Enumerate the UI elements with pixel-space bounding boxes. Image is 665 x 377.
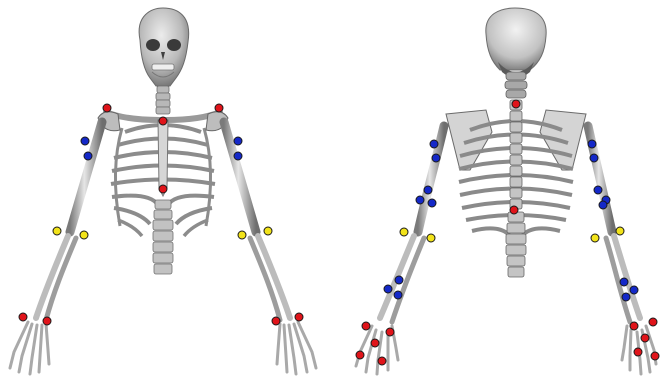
marker-blue [590, 154, 598, 162]
marker-red [641, 334, 649, 342]
marker-red [371, 339, 379, 347]
marker-blue [416, 196, 424, 204]
back-view [356, 8, 656, 374]
marker-yellow [591, 234, 599, 242]
marker-blue [599, 201, 607, 209]
back-skull [486, 8, 546, 78]
marker-blue [630, 286, 638, 294]
marker-blue [84, 152, 92, 160]
front-cervical-spine [156, 86, 170, 114]
marker-yellow [238, 231, 246, 239]
marker-red [510, 206, 518, 214]
marker-red [272, 317, 280, 325]
marker-blue [588, 140, 596, 148]
marker-blue [432, 154, 440, 162]
back-left-arm [356, 126, 444, 374]
marker-blue [234, 152, 242, 160]
marker-red [649, 318, 657, 326]
marker-blue [81, 137, 89, 145]
front-lumbar-spine [153, 200, 173, 274]
marker-red [362, 322, 370, 330]
marker-red [159, 117, 167, 125]
marker-red [634, 348, 642, 356]
marker-red [630, 322, 638, 330]
marker-yellow [616, 227, 624, 235]
marker-red [103, 104, 111, 112]
marker-red [512, 100, 520, 108]
front-skull [139, 8, 189, 86]
marker-blue [234, 137, 242, 145]
marker-red [43, 317, 51, 325]
marker-yellow [427, 234, 435, 242]
marker-red [356, 351, 364, 359]
marker-yellow [400, 228, 408, 236]
marker-blue [395, 276, 403, 284]
marker-yellow [264, 227, 272, 235]
back-cervical-spine [505, 72, 527, 98]
marker-yellow [80, 231, 88, 239]
marker-blue [424, 186, 432, 194]
marker-red [651, 352, 659, 360]
marker-blue [428, 199, 436, 207]
marker-red [159, 185, 167, 193]
marker-blue [384, 285, 392, 293]
marker-red [295, 313, 303, 321]
marker-blue [620, 278, 628, 286]
marker-red [386, 328, 394, 336]
marker-red [19, 313, 27, 321]
marker-blue [430, 140, 438, 148]
marker-red [215, 104, 223, 112]
marker-blue [394, 291, 402, 299]
marker-red [378, 357, 386, 365]
marker-yellow [53, 227, 61, 235]
marker-blue [594, 186, 602, 194]
marker-blue [622, 293, 630, 301]
